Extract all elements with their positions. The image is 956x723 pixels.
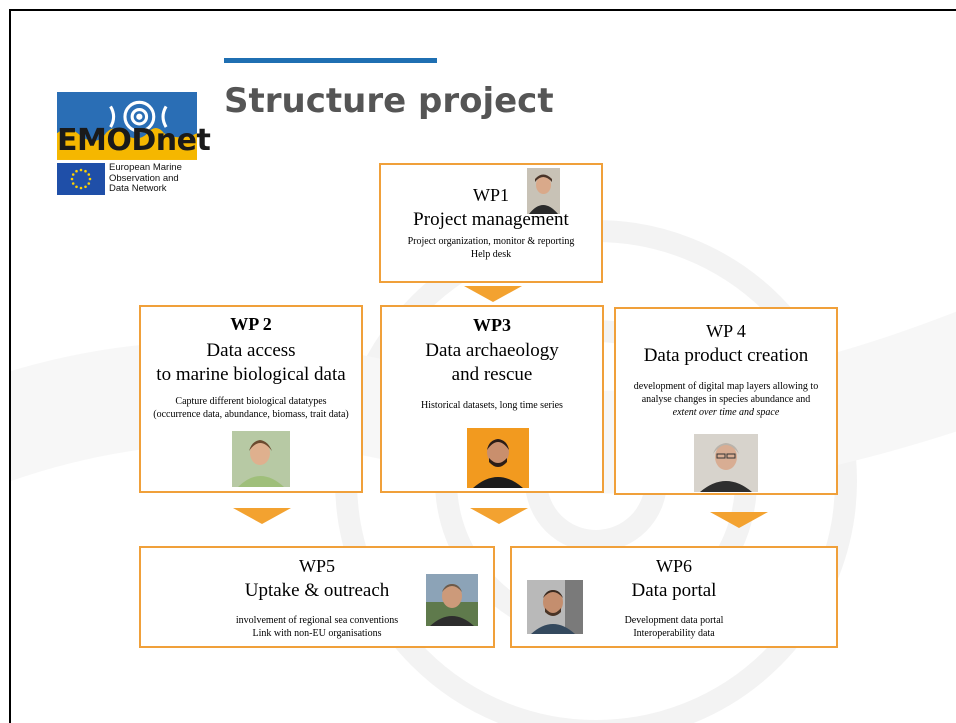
wp5-id: WP5 bbox=[299, 556, 335, 576]
wp1-name: Project management bbox=[413, 209, 569, 230]
wp1-person-photo bbox=[527, 168, 560, 214]
emodnet-logo-graphic bbox=[57, 92, 197, 160]
wp3-box: WP3 Data archaeology and rescue Historic… bbox=[380, 305, 604, 493]
emodnet-wordmark: EMODnet bbox=[57, 123, 211, 158]
slide-frame: Structure project EMODnet European Marin… bbox=[9, 9, 956, 723]
wp4-down-arrow bbox=[710, 512, 768, 528]
wp5-desc: Link with non-EU organisations bbox=[252, 628, 382, 639]
wp5-box: WP5 Uptake & outreach involvement of reg… bbox=[139, 546, 495, 648]
wp1-desc: Help desk bbox=[470, 249, 512, 260]
wp3-name: Data archaeology bbox=[425, 340, 559, 361]
wp1-desc: Project organization, monitor & reportin… bbox=[407, 236, 575, 247]
wp3-down-arrow bbox=[470, 508, 528, 524]
wp6-box: WP6 Data portal Development data portal … bbox=[510, 546, 838, 648]
wp1-id: WP1 bbox=[473, 185, 509, 205]
eu-label-line: Observation and bbox=[109, 172, 179, 184]
wp6-person-photo bbox=[527, 580, 583, 634]
wp6-desc: Development data portal bbox=[624, 615, 724, 626]
wp6-id: WP6 bbox=[656, 556, 692, 576]
wp2-person-photo bbox=[232, 431, 290, 487]
eu-label-line: European Marine bbox=[109, 162, 182, 173]
title-accent-bar bbox=[224, 58, 437, 63]
wp4-box: WP 4 Data product creation development o… bbox=[614, 307, 838, 495]
wp2-name: Data access bbox=[206, 340, 296, 361]
wp2-id: WP 2 bbox=[230, 314, 272, 334]
slide-title: Structure project bbox=[224, 81, 554, 121]
wp2-down-arrow bbox=[233, 508, 291, 524]
wp2-desc: Capture different biological datatypes bbox=[175, 396, 327, 407]
wp4-id: WP 4 bbox=[706, 321, 746, 341]
wp4-desc: extent over time and space bbox=[672, 407, 780, 418]
wp6-name: Data portal bbox=[631, 580, 717, 601]
wp6-desc: Interoperability data bbox=[633, 628, 715, 639]
eu-label-line: Data Network bbox=[109, 183, 167, 194]
wp1-box: WP1 Project management Project organizat… bbox=[379, 163, 603, 283]
wp4-person-photo bbox=[694, 434, 758, 492]
wp4-name: Data product creation bbox=[643, 345, 809, 366]
wp4-desc: analyse changes in species abundance and bbox=[641, 394, 811, 405]
eu-flag-icon bbox=[57, 163, 105, 195]
wp2-name: to marine biological data bbox=[156, 364, 346, 385]
wp5-person-photo bbox=[426, 574, 478, 626]
wp5-desc: involvement of regional sea conventions bbox=[235, 615, 399, 626]
wp1-down-arrow bbox=[464, 286, 522, 302]
wp3-desc: Historical datasets, long time series bbox=[421, 400, 563, 411]
wp2-box: WP 2 Data access to marine biological da… bbox=[139, 305, 363, 493]
wp3-person-photo bbox=[467, 428, 529, 488]
wp3-name: and rescue bbox=[451, 364, 533, 385]
wp4-desc: development of digital map layers allowi… bbox=[633, 381, 819, 392]
wp3-id: WP3 bbox=[473, 315, 511, 335]
wp2-desc: (occurrence data, abundance, biomass, tr… bbox=[153, 409, 349, 420]
wp5-name: Uptake & outreach bbox=[244, 580, 390, 601]
eu-network-label: European Marine Observation and Data Net… bbox=[109, 162, 182, 195]
